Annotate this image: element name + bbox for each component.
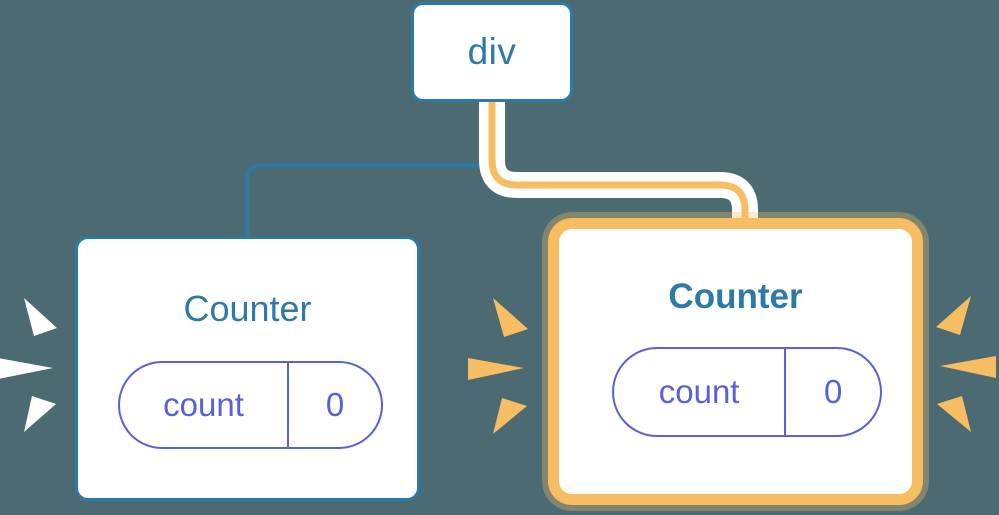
edge-div-to-right-counter-halo: [479, 87, 758, 245]
node-div-label: div: [467, 31, 517, 72]
state-pill-left-value: 0: [325, 386, 345, 423]
node-div[interactable]: div: [411, 2, 573, 102]
state-pill-left: count 0: [118, 361, 383, 449]
node-counter-left[interactable]: Counter count 0: [75, 236, 420, 501]
state-pill-left-key: count: [120, 363, 290, 447]
state-pill-right-key: count: [614, 349, 787, 435]
edge-div-to-right-counter: [488, 96, 749, 236]
node-counter-left-title: Counter: [183, 288, 312, 329]
node-counter-right-title: Counter: [668, 277, 803, 316]
edge-div-to-left-counter: [245, 100, 494, 240]
node-counter-right[interactable]: Counter count 0: [548, 218, 923, 505]
state-pill-right: count 0: [612, 347, 882, 437]
state-pill-right-value: 0: [823, 373, 843, 410]
